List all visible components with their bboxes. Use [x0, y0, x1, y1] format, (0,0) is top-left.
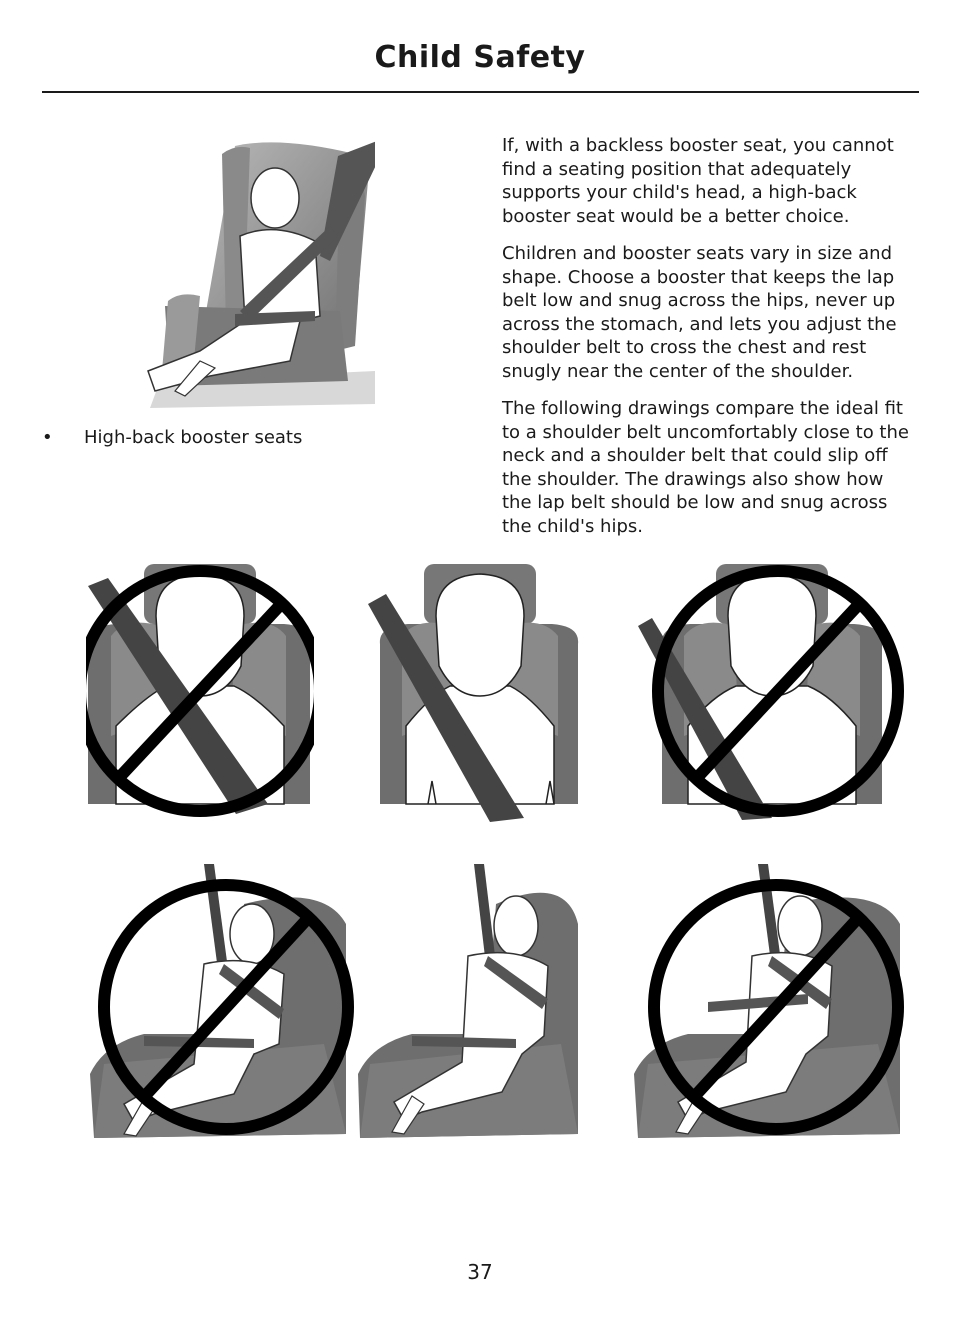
bullet-text-high-back: High-back booster seats [84, 427, 303, 448]
paragraph-drawing-comparison: The following drawings compare the ideal… [502, 398, 909, 537]
lap-belt-correct-figure [358, 864, 578, 1138]
paragraph-backless-booster: If, with a backless booster seat, you ca… [502, 135, 894, 227]
lap-belt-too-high-figure [634, 864, 904, 1138]
shoulder-belt-correct-figure [368, 564, 579, 822]
shoulder-belt-slipping-figure [638, 564, 904, 820]
page-number: 37 [467, 1260, 493, 1284]
high-back-booster-seat-illustration [147, 141, 375, 408]
lap-belt-across-stomach-figure [90, 864, 354, 1138]
title-divider [42, 91, 919, 93]
body-text-column: If, with a backless booster seat, you ca… [502, 134, 918, 552]
page-title: Child Safety [374, 40, 586, 75]
shoulder-belt-too-close-figure [86, 564, 314, 817]
paragraph-booster-fit: Children and booster seats vary in size … [502, 243, 897, 382]
bullet-symbol: • [42, 427, 53, 448]
